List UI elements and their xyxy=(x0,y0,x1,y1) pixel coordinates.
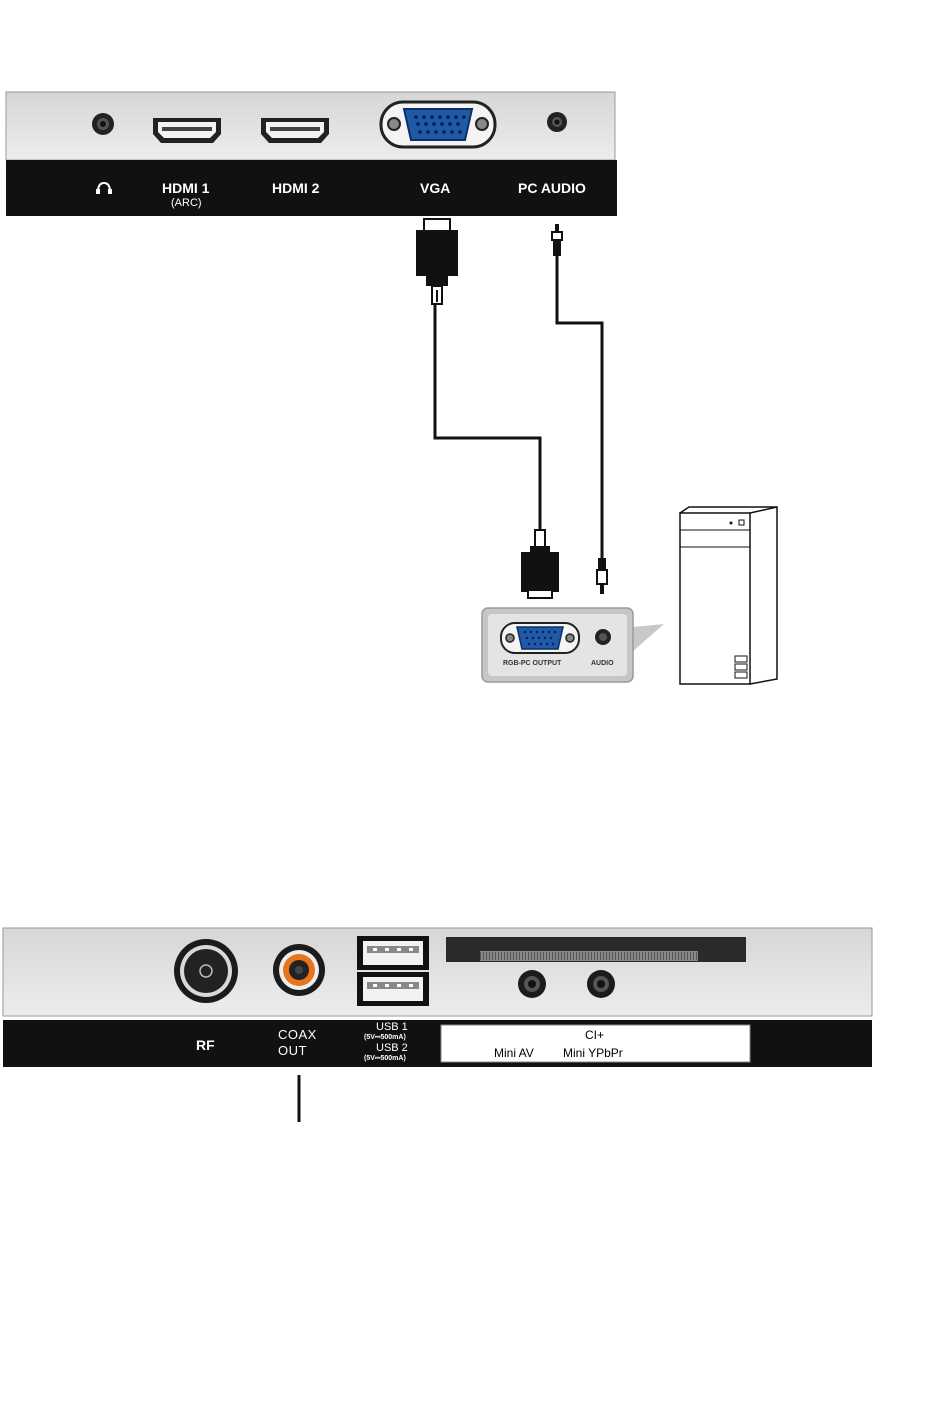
pc-audio-port[interactable] xyxy=(595,629,611,645)
audio-cable-tv-end xyxy=(552,224,562,256)
mini-av-jack[interactable] xyxy=(518,970,546,998)
usb1-port[interactable] xyxy=(357,936,429,970)
hdmi1-label: HDMI 1 xyxy=(162,180,209,196)
vga-port[interactable] xyxy=(381,102,495,147)
rf-connector[interactable] xyxy=(174,939,238,1003)
usb1-label: USB 1 xyxy=(376,1021,408,1033)
pc-vga-port[interactable] xyxy=(501,623,579,653)
mini-ypbpr-label: Mini YPbPr xyxy=(563,1046,623,1060)
ci-plus-label: CI+ xyxy=(585,1028,604,1042)
rf-label: RF xyxy=(196,1037,215,1053)
mini-av-label: Mini AV xyxy=(494,1046,534,1060)
vga-cable-pc-end xyxy=(521,530,559,598)
vga-cable-tv-end xyxy=(416,219,458,304)
mini-ypbpr-jack[interactable] xyxy=(587,970,615,998)
rgb-pc-output-label: RGB-PC OUTPUT xyxy=(503,660,561,667)
ci-slot[interactable] xyxy=(446,937,746,962)
hdmi1-port[interactable] xyxy=(153,118,221,143)
vga-label: VGA xyxy=(420,180,450,196)
audio-cable xyxy=(557,256,602,560)
hdmi2-port[interactable] xyxy=(261,118,329,143)
hdmi2-label: HDMI 2 xyxy=(272,180,319,196)
pc-tower-icon xyxy=(680,507,777,684)
usb1-spec-label: (5V⎓500mA) xyxy=(364,1034,406,1042)
usb2-label: USB 2 xyxy=(376,1042,408,1054)
pc-audio-port-label: AUDIO xyxy=(591,660,614,667)
usb2-port[interactable] xyxy=(357,972,429,1006)
coax-label-line2: OUT xyxy=(278,1043,307,1058)
hdmi1-arc-label: (ARC) xyxy=(171,197,202,209)
audio-cable-pc-end xyxy=(597,558,607,594)
coax-out-jack[interactable] xyxy=(273,944,325,996)
headphone-jack[interactable] xyxy=(92,113,114,135)
vga-cable xyxy=(435,304,540,530)
tv-top-panel xyxy=(6,92,617,216)
usb2-spec-label: (5V⎓500mA) xyxy=(364,1055,406,1063)
coax-label-line1: COAX xyxy=(278,1027,317,1042)
pc-audio-jack[interactable] xyxy=(547,112,567,132)
pc-audio-label: PC AUDIO xyxy=(518,180,586,196)
